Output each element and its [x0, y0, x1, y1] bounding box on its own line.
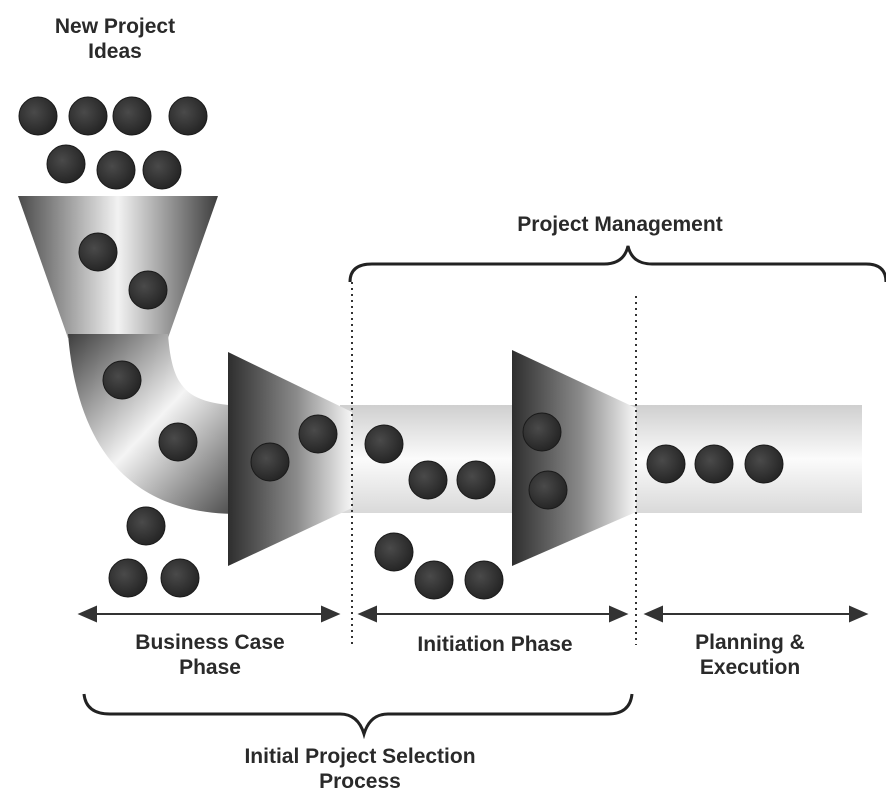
bent-pipe: [68, 334, 238, 514]
project-ball: [168, 96, 208, 136]
project-ball: [108, 558, 148, 598]
project-ball: [158, 422, 198, 462]
planning-line-2: Execution: [699, 656, 801, 680]
project-ball: [408, 460, 448, 500]
planning-line-1: Planning &: [695, 631, 805, 654]
project-management-label: Project Management: [517, 213, 723, 236]
project-ball: [160, 558, 200, 598]
business-case-cone: [228, 352, 352, 566]
new-project-ideas-line-2: Ideas: [88, 40, 142, 64]
project-ball: [298, 414, 338, 454]
project-ball: [528, 470, 568, 510]
initiation-phase-label: Initiation Phase: [417, 633, 573, 656]
new-project-ideas-label: New Project Ideas: [20, 14, 210, 64]
project-ball: [364, 424, 404, 464]
project-ball: [250, 442, 290, 482]
project-ball: [18, 96, 58, 136]
project-ball: [68, 96, 108, 136]
project-ball: [128, 270, 168, 310]
planning-arrow: [643, 605, 869, 623]
project-ball: [694, 444, 734, 484]
project-ball: [96, 150, 136, 190]
project-ball: [78, 232, 118, 272]
project-ball: [126, 506, 166, 546]
business-case-line-1: Business Case: [135, 631, 285, 654]
project-ball: [142, 150, 182, 190]
initial-selection-line-1: Initial Project Selection: [244, 745, 476, 768]
business-case-arrow: [77, 605, 341, 623]
initial-selection-label: Initial Project Selection Process: [190, 744, 530, 794]
project-ball: [374, 532, 414, 572]
project-ball: [102, 360, 142, 400]
selection-brace: [82, 693, 634, 740]
project-ball: [112, 96, 152, 136]
project-ball: [464, 560, 504, 600]
project-management-brace: [348, 245, 886, 283]
project-ball: [414, 560, 454, 600]
initiation-cone: [512, 350, 636, 566]
idea-funnel: [18, 196, 218, 338]
business-case-line-2: Phase: [179, 656, 241, 680]
new-project-ideas-line-1: New Project: [54, 15, 176, 38]
business-case-phase-label: Business Case Phase: [90, 630, 330, 680]
project-ball: [646, 444, 686, 484]
initial-selection-line-2: Process: [319, 770, 401, 794]
project-ball: [522, 412, 562, 452]
planning-execution-label: Planning & Execution: [660, 630, 840, 680]
project-ball: [46, 144, 86, 184]
project-balls: [18, 96, 784, 600]
initiation-arrow: [357, 605, 629, 623]
project-ball: [456, 460, 496, 500]
project-ball: [744, 444, 784, 484]
